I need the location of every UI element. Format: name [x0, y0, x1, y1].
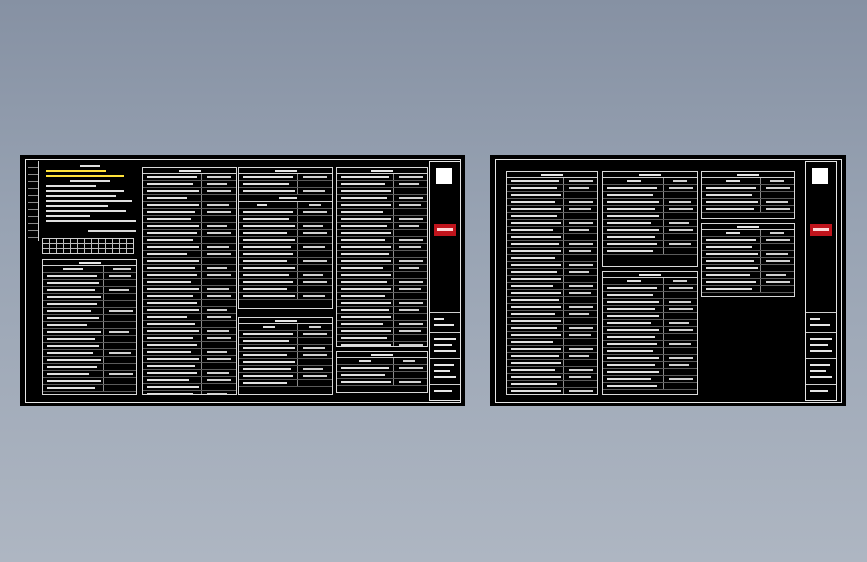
sheet-2-table-g: [506, 171, 598, 395]
sheet-2-stamp: [810, 224, 832, 236]
sheet-1-notes: [40, 162, 138, 252]
sheet-1-mini-grid-right: [88, 229, 136, 233]
sheet-1-table-f: [336, 351, 428, 393]
sheet-2-table-j: [701, 171, 795, 219]
sheet-1-table-b: [142, 167, 237, 395]
sheet-2-table-i: [602, 271, 698, 395]
sheet-1-table-e: [336, 167, 428, 347]
sheet-1-table-d: [238, 317, 333, 395]
sheet-1-revision-strip: [28, 161, 39, 241]
sheet-1-table-c: [238, 167, 333, 309]
sheet-2-table-h: [602, 171, 698, 267]
sheet-1-stamp: [434, 224, 456, 236]
sheet-2-title-block: [805, 161, 837, 401]
sheet-2-logo-box: [812, 168, 828, 184]
sheet-2-table-k: [701, 223, 795, 297]
drawing-sheet-2[interactable]: [490, 155, 846, 406]
drawing-sheet-1[interactable]: [20, 155, 465, 406]
sheet-1-mini-grid: [42, 238, 134, 254]
sheet-2-border: [495, 159, 842, 403]
sheet-1-table-a: [42, 259, 137, 395]
sheet-1-title-block: [429, 161, 461, 401]
sheet-1-logo-box: [436, 168, 452, 184]
